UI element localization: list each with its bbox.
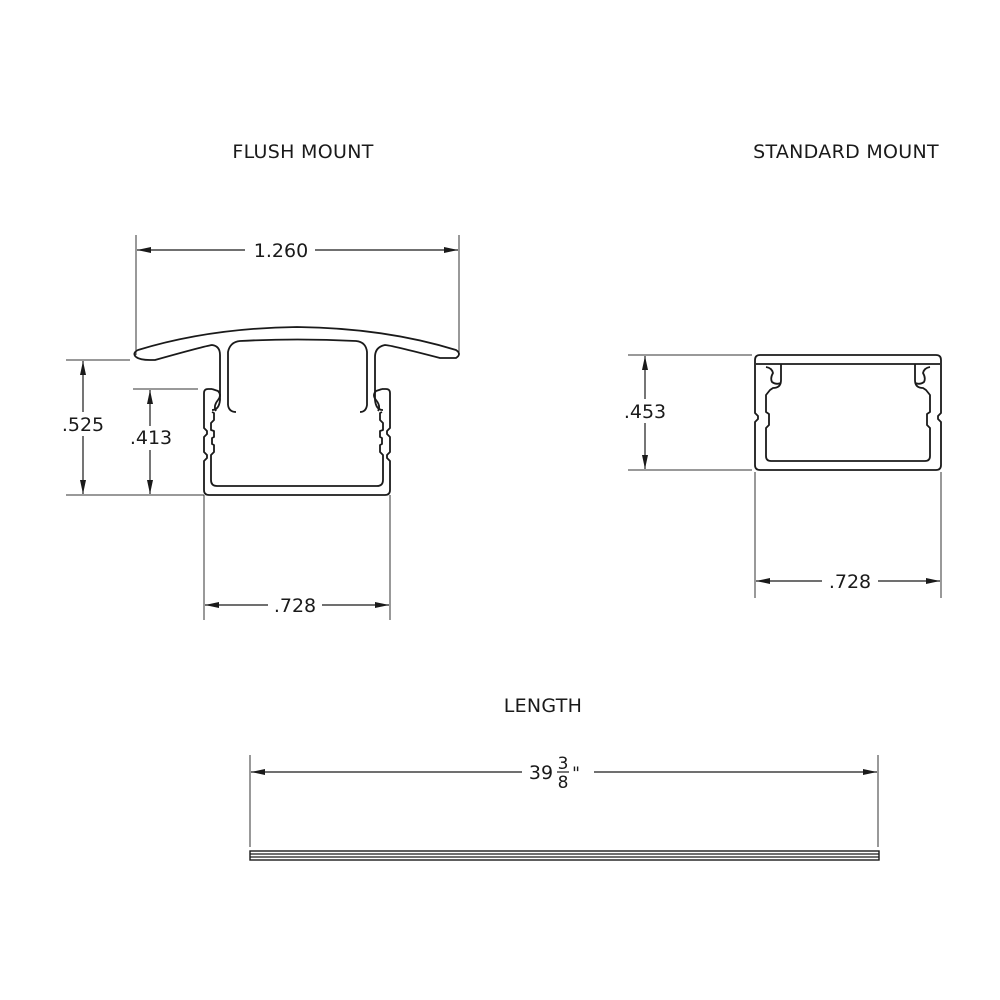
dimension-flush-width-overall: 1.260 — [137, 240, 458, 262]
length-title: LENGTH — [504, 695, 583, 717]
dim-label: .453 — [624, 401, 666, 423]
length-drawing: 39 3 8 " — [249, 754, 880, 861]
length-whole: 39 — [529, 762, 553, 784]
dimension-standard-height: .453 — [622, 356, 670, 469]
dim-label: 1.260 — [254, 240, 308, 262]
flush-mount-drawing: 1.260 .525 .413 .728 — [60, 235, 460, 620]
dim-label: .728 — [274, 595, 316, 617]
dimension-flush-width-channel: .728 — [205, 595, 389, 617]
dim-label: .413 — [130, 427, 172, 449]
length-numerator: 3 — [558, 754, 569, 774]
flush-mount-title: FLUSH MOUNT — [232, 141, 373, 163]
standard-mount-title: STANDARD MOUNT — [753, 141, 939, 163]
length-unit: " — [572, 764, 580, 784]
dimension-length: 39 3 8 " — [251, 754, 877, 793]
dim-label: .525 — [62, 414, 104, 436]
standard-mount-drawing: .453 .728 — [622, 354, 942, 598]
dimension-flush-height-overall: .525 — [60, 361, 106, 494]
dimension-flush-height-channel: .413 — [128, 390, 174, 494]
dim-label: .728 — [829, 571, 871, 593]
length-denominator: 8 — [558, 773, 569, 793]
dimension-standard-width: .728 — [756, 571, 940, 593]
length-bar — [249, 850, 880, 861]
